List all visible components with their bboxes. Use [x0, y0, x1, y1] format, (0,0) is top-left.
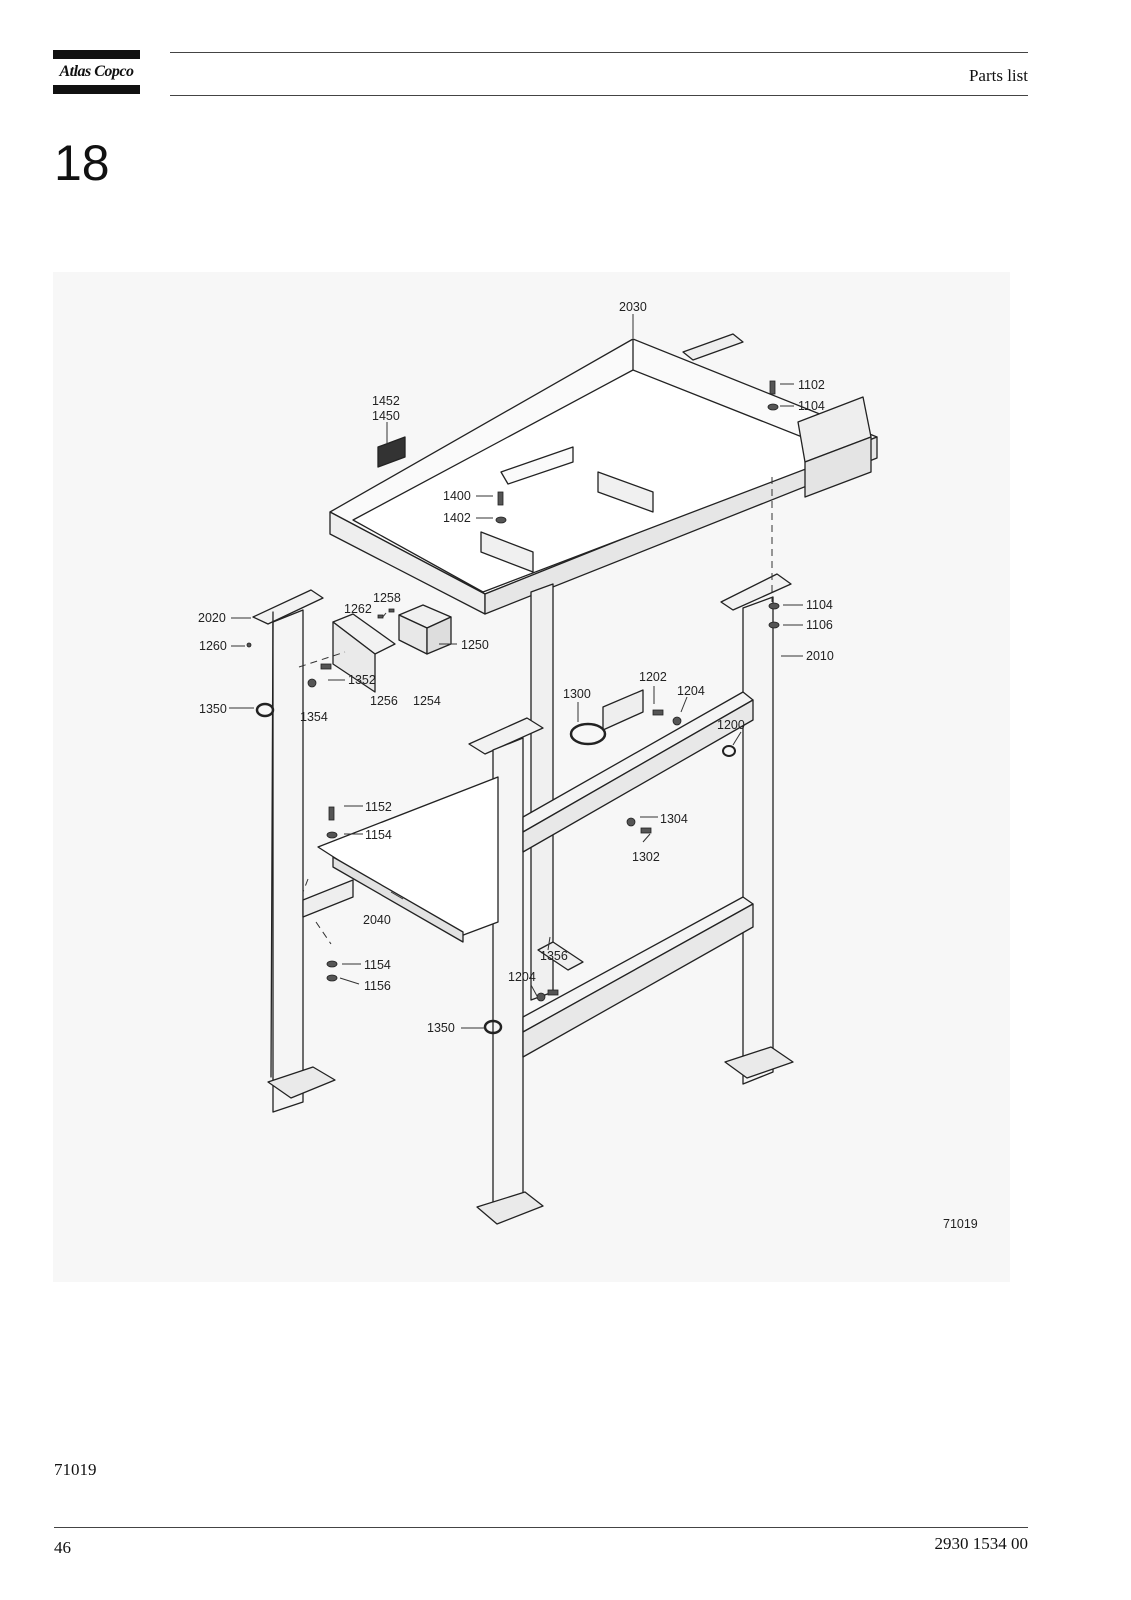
callout-1202: 1202	[639, 670, 667, 684]
exploded-parts-drawing: 2030 1102 1104 1452 1450 1400 1402 2020 …	[53, 272, 1010, 1282]
callout-2030: 2030	[619, 300, 647, 314]
header-rule-top	[170, 52, 1028, 53]
callout-1304: 1304	[660, 812, 688, 826]
callout-1104-top: 1104	[798, 399, 825, 413]
logo-bar-top	[53, 50, 140, 59]
logo-bar-bottom	[53, 85, 140, 94]
callout-1106: 1106	[806, 618, 833, 632]
document-number: 2930 1534 00	[934, 1534, 1029, 1553]
callout-1256: 1256	[370, 694, 398, 708]
figure-id-label: 71019	[943, 1217, 978, 1231]
callout-1350-front: 1350	[427, 1021, 455, 1035]
callout-1204-lower: 1204	[508, 970, 536, 984]
callout-1400: 1400	[443, 489, 471, 503]
callout-1258: 1258	[373, 591, 401, 605]
figure-reference: 71019	[54, 1460, 97, 1479]
footer-rule	[54, 1527, 1028, 1528]
header-title: Parts list	[968, 66, 1028, 85]
callout-1250: 1250	[461, 638, 489, 652]
callout-1452: 1452	[372, 394, 400, 408]
callout-1204-upper: 1204	[677, 684, 705, 698]
page-number: 46	[54, 1538, 71, 1557]
callout-2020: 2020	[198, 611, 226, 625]
callout-1152: 1152	[365, 800, 392, 814]
callout-2010: 2010	[806, 649, 834, 663]
callout-2040: 2040	[363, 913, 391, 927]
callout-1356: 1356	[540, 949, 568, 963]
callout-1300: 1300	[563, 687, 591, 701]
callout-1450: 1450	[372, 409, 400, 423]
callout-1104-right: 1104	[806, 598, 833, 612]
logo-wordmark: Atlas Copco	[59, 63, 134, 80]
callout-1262: 1262	[344, 602, 372, 616]
callout-1350-left: 1350	[199, 702, 227, 716]
callout-1200: 1200	[717, 718, 745, 732]
header-rule-bottom	[170, 95, 1028, 96]
callout-1354: 1354	[300, 710, 328, 724]
callout-1302: 1302	[632, 850, 660, 864]
callout-1102: 1102	[798, 378, 825, 392]
callout-1402: 1402	[443, 511, 471, 525]
callout-1154-upper: 1154	[365, 828, 392, 842]
callout-1352: 1352	[348, 673, 376, 687]
callout-1260: 1260	[199, 639, 227, 653]
callout-1156: 1156	[364, 979, 391, 993]
atlas-copco-logo: Atlas Copco	[53, 50, 140, 94]
callout-1154-lower: 1154	[364, 958, 391, 972]
section-number: 18	[54, 135, 110, 191]
callout-1254: 1254	[413, 694, 441, 708]
